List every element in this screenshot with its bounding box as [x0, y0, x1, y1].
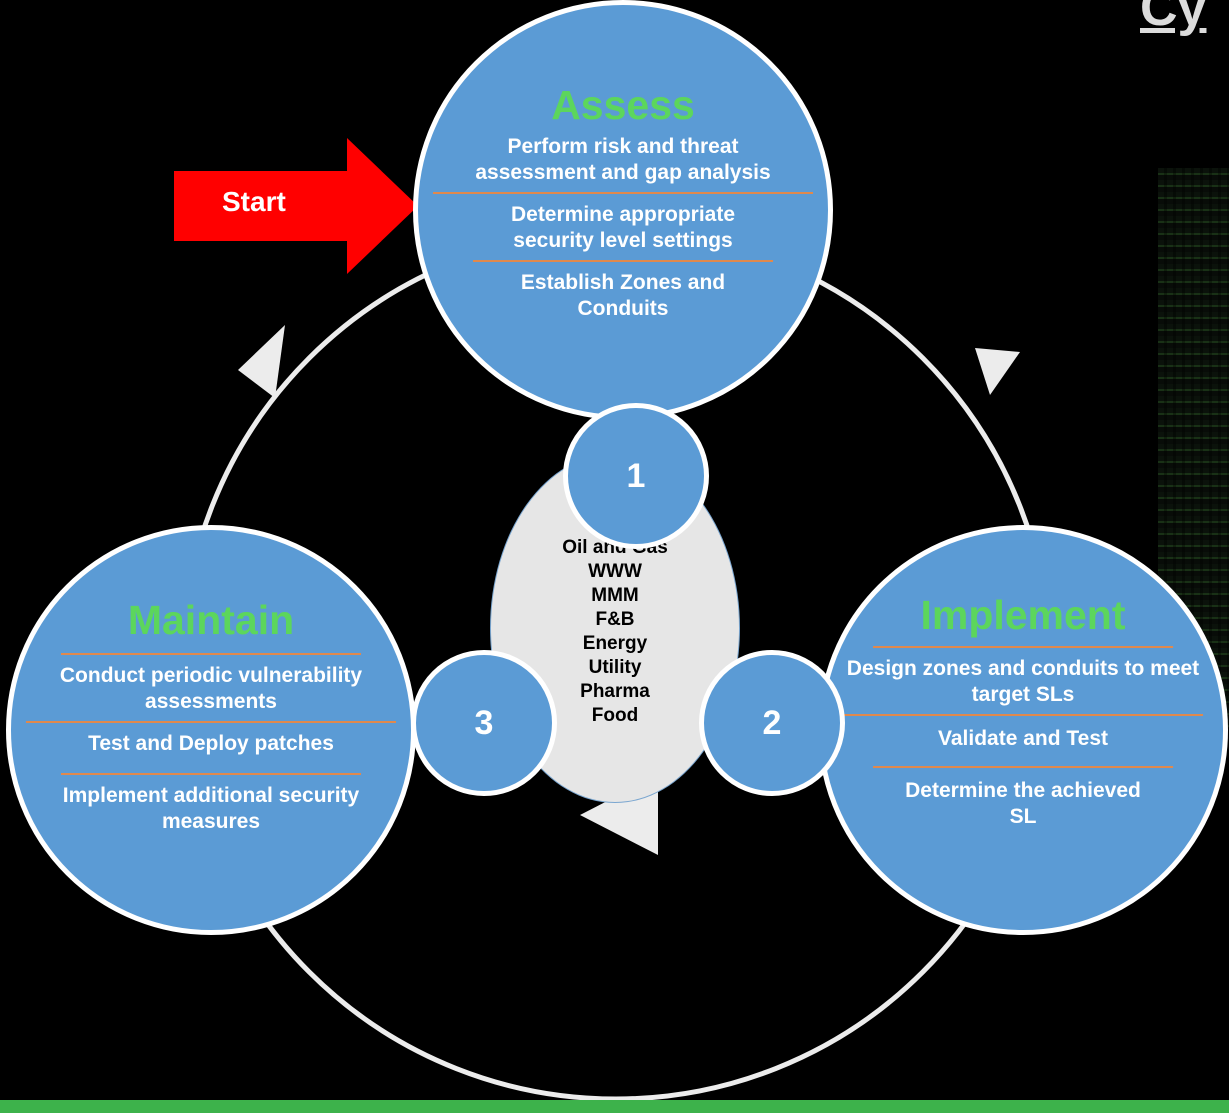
phase-circle-implement: Implement Design zones and conduits to m… [818, 525, 1228, 935]
assess-item-2: Determine appropriate security level set… [510, 203, 736, 252]
maintain-divider-1 [26, 721, 396, 723]
maintain-item-2: Test and Deploy patches [88, 732, 334, 755]
step-badge-3: 3 [411, 650, 557, 796]
maintain-divider-top [61, 653, 361, 655]
implement-divider-1 [843, 714, 1203, 716]
phase-title-maintain: Maintain [127, 597, 295, 643]
maintain-divider-2 [61, 773, 361, 775]
assess-item-1: Perform risk and threat assessment and g… [475, 135, 771, 184]
bottom-accent-bar [0, 1100, 1229, 1113]
assess-item-3: Establish Zones and Conduits [520, 271, 726, 320]
industry-item: Utility [588, 657, 642, 678]
red-arrow-icon [174, 138, 418, 274]
implement-divider-top [873, 646, 1173, 648]
phase-circle-maintain: Maintain Conduct periodic vulnerability … [6, 525, 416, 935]
implement-item-3: Determine the achieved SL [905, 779, 1141, 828]
code-background-image [1158, 168, 1229, 728]
phase-circle-assess: Assess Perform risk and threat assessmen… [413, 0, 833, 420]
corner-title: Cy [1140, 0, 1207, 37]
industry-item: F&B [595, 609, 635, 630]
assess-divider-1 [433, 192, 813, 194]
industry-item: Energy [582, 633, 648, 654]
industry-item: MMM [591, 585, 639, 606]
step-badge-2: 2 [699, 650, 845, 796]
implement-divider-2 [873, 766, 1173, 768]
maintain-item-1: Conduct periodic vulnerability assessmen… [59, 664, 363, 713]
implement-item-2: Validate and Test [938, 727, 1108, 750]
phase-title-assess: Assess [551, 82, 695, 128]
phase-title-implement: Implement [920, 592, 1126, 638]
industry-item: WWW [588, 561, 642, 582]
step-badge-1: 1 [563, 403, 709, 549]
industry-item: Food [591, 705, 639, 726]
cycle-arrow-icon-top-left [238, 325, 285, 398]
cycle-arrow-icon-top-right [975, 348, 1020, 395]
assess-divider-2 [473, 260, 773, 262]
implement-item-1: Design zones and conduits to meet target… [846, 657, 1200, 706]
maintain-item-3: Implement additional security measures [62, 784, 360, 833]
start-label: Start [222, 186, 286, 217]
industry-item: Pharma [580, 681, 650, 702]
industry-list: Oil and Gas WWW MMM F&B Energy Utility P… [490, 536, 740, 728]
